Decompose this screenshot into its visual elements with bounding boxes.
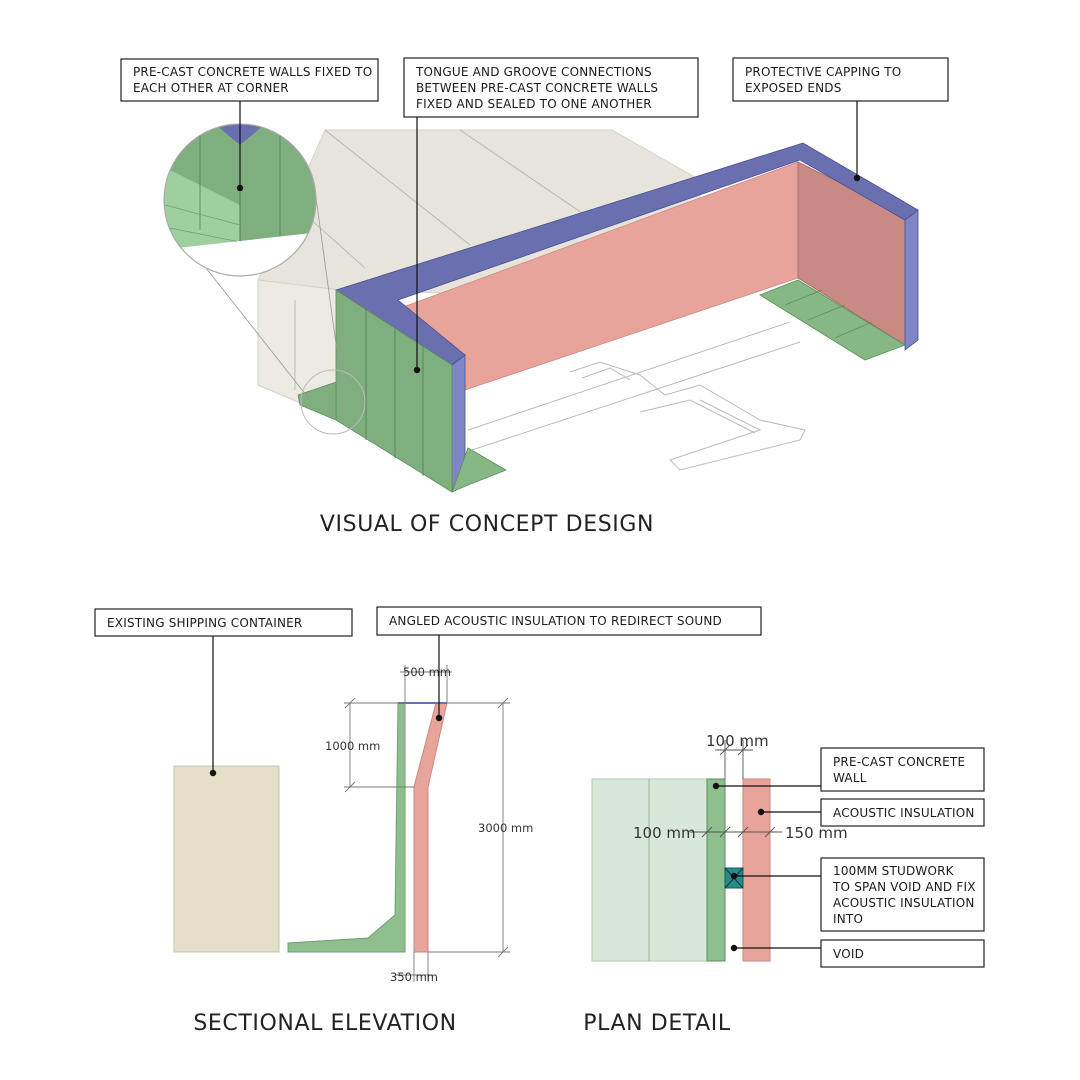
callout-void-text: VOID bbox=[833, 947, 864, 961]
callout-precast-line1: PRE-CAST CONCRETE bbox=[833, 755, 965, 769]
dim-1000: 1000 mm bbox=[325, 739, 380, 753]
callout-container-text: EXISTING SHIPPING CONTAINER bbox=[107, 616, 302, 630]
callout-insulation-text: ACOUSTIC INSULATION bbox=[833, 806, 975, 820]
callout-corner: PRE-CAST CONCRETE WALLS FIXED TO EACH OT… bbox=[120, 58, 379, 192]
plan-insulation bbox=[742, 778, 771, 962]
footing-right bbox=[759, 279, 906, 361]
section-angled-insulation bbox=[413, 702, 448, 953]
callout-insulation: ACOUSTIC INSULATION bbox=[757, 798, 985, 827]
footing-front bbox=[451, 447, 507, 493]
callout-corner-line2: EACH OTHER AT CORNER bbox=[133, 81, 289, 95]
plan-precast-wall bbox=[706, 778, 726, 962]
callout-capping: PROTECTIVE CAPPING TO EXPOSED ENDS bbox=[732, 57, 949, 182]
callout-container: EXISTING SHIPPING CONTAINER bbox=[94, 608, 353, 777]
callout-tongue-groove: TONGUE AND GROOVE CONNECTIONS BETWEEN PR… bbox=[403, 57, 699, 374]
callout-studwork-line1: 100MM STUDWORK bbox=[833, 864, 955, 878]
section-precast-wall bbox=[287, 702, 406, 953]
callout-void: VOID bbox=[730, 939, 985, 968]
plan-dimensions bbox=[690, 740, 782, 838]
plan-detail: 100 mm 100 mm 150 mm PRE-CAST CONCRETE W… bbox=[583, 732, 985, 1036]
dim-3000: 3000 mm bbox=[478, 821, 533, 835]
plan-dim-right: 150 mm bbox=[785, 824, 848, 842]
callout-corner-line1: PRE-CAST CONCRETE WALLS FIXED TO bbox=[133, 65, 372, 79]
sectional-elevation: 500 mm 1000 mm 3000 mm 350 mm EXISTING S… bbox=[94, 606, 762, 1036]
callout-angled: ANGLED ACOUSTIC INSULATION TO REDIRECT S… bbox=[376, 606, 762, 722]
concept-visual: PRE-CAST CONCRETE WALLS FIXED TO EACH OT… bbox=[120, 57, 949, 537]
callout-studwork-line3: ACOUSTIC INSULATION bbox=[833, 896, 975, 910]
callout-capping-line1: PROTECTIVE CAPPING TO bbox=[745, 65, 901, 79]
callout-studwork-line2: TO SPAN VOID AND FIX bbox=[832, 880, 976, 894]
shipping-container bbox=[173, 765, 280, 953]
callout-tongue-line3: FIXED AND SEALED TO ONE ANOTHER bbox=[416, 97, 652, 111]
callout-angled-text: ANGLED ACOUSTIC INSULATION TO REDIRECT S… bbox=[389, 614, 722, 628]
callout-studwork-line4: INTO bbox=[833, 912, 863, 926]
footing-left bbox=[297, 381, 337, 421]
callout-studwork: 100MM STUDWORK TO SPAN VOID AND FIX ACOU… bbox=[730, 857, 985, 932]
heading-concept: VISUAL OF CONCEPT DESIGN bbox=[320, 512, 654, 537]
callout-tongue-line1: TONGUE AND GROOVE CONNECTIONS bbox=[415, 65, 652, 79]
heading-section: SECTIONAL ELEVATION bbox=[193, 1011, 456, 1036]
plan-dim-top: 100 mm bbox=[706, 732, 769, 750]
callout-precast-line2: WALL bbox=[833, 771, 867, 785]
ground-outline bbox=[467, 321, 806, 471]
callout-precast: PRE-CAST CONCRETE WALL bbox=[712, 747, 985, 792]
section-dimensions bbox=[344, 665, 510, 982]
dim-500: 500 mm bbox=[403, 665, 451, 679]
dim-350: 350 mm bbox=[390, 970, 438, 984]
callout-tongue-line2: BETWEEN PRE-CAST CONCRETE WALLS bbox=[416, 81, 658, 95]
capping-end-right bbox=[904, 209, 919, 351]
plan-dim-left: 100 mm bbox=[633, 824, 696, 842]
callout-capping-line2: EXPOSED ENDS bbox=[745, 81, 842, 95]
heading-plan: PLAN DETAIL bbox=[583, 1011, 731, 1036]
